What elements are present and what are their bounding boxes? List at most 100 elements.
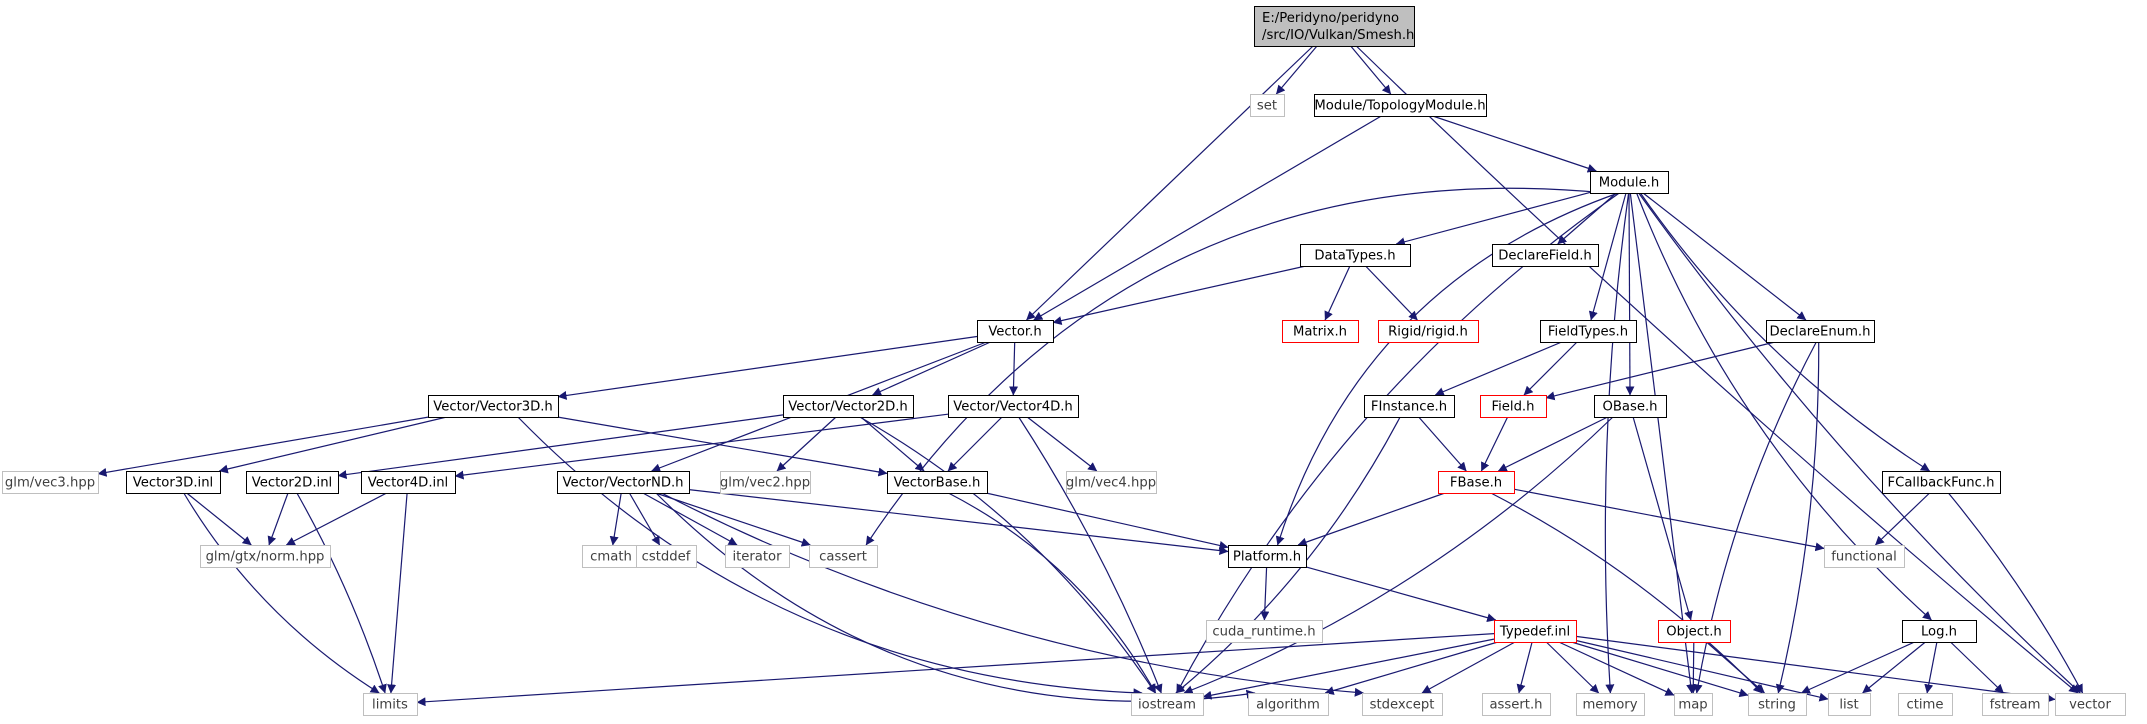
node-object-h[interactable]: Object.h xyxy=(1658,620,1731,643)
edge-root-node-smesh-h-to-node-topologymodule-h xyxy=(1350,45,1392,95)
node-vectornd-h[interactable]: Vector/VectorND.h xyxy=(557,471,690,494)
node-fstream-label: fstream xyxy=(1990,698,2041,713)
node-platform-h-box xyxy=(1228,545,1307,568)
edge-node-vector3d-h-to-node-vector3d-inl xyxy=(218,416,447,474)
edge-node-topologymodule-h-to-node-vector-h xyxy=(1033,115,1382,321)
node-algorithm-box xyxy=(1248,693,1329,716)
node-datatypes-h-box xyxy=(1300,244,1411,267)
edge-node-declareenum-h-to-node-field-h xyxy=(1545,341,1776,401)
node-vector2d-h-label: Vector/Vector2D.h xyxy=(788,400,908,415)
node-log-h-box xyxy=(1902,620,1977,643)
node-memory: memory xyxy=(1576,693,1645,716)
edge-node-typedef-inl-to-node-map xyxy=(1558,641,1675,696)
edge-node-typedef-inl-to-node-assert-h xyxy=(1516,641,1533,694)
node-fbase-h-box xyxy=(1438,471,1515,494)
node-glm-vec3-hpp: glm/vec3.hpp xyxy=(2,471,99,494)
edge-node-vector-h-to-node-vector4d-h xyxy=(1009,341,1019,396)
node-topologymodule-h[interactable]: Module/TopologyModule.h xyxy=(1314,94,1487,117)
node-stdexcept-box xyxy=(1362,693,1443,716)
node-topologymodule-h-label: Module/TopologyModule.h xyxy=(1314,99,1485,114)
node-field-h[interactable]: Field.h xyxy=(1480,395,1547,418)
node-vectorbase-h-box xyxy=(887,471,988,494)
node-obase-h[interactable]: OBase.h xyxy=(1594,395,1667,418)
node-ctime-label: ctime xyxy=(1906,698,1943,713)
node-vector4d-h[interactable]: Vector/Vector4D.h xyxy=(948,395,1079,418)
node-fbase-h-label: FBase.h xyxy=(1450,476,1502,491)
node-cuda-runtime-h-box xyxy=(1206,620,1323,643)
node-vector-h-label: Vector.h xyxy=(988,325,1041,340)
node-vector3d-inl[interactable]: Vector3D.inl xyxy=(126,471,221,494)
node-assert-h-box xyxy=(1482,693,1551,716)
edge-node-log-h-to-node-ctime xyxy=(1924,641,1938,694)
node-string: string xyxy=(1748,693,1807,716)
node-iterator-box xyxy=(725,545,790,568)
node-rigid-h[interactable]: Rigid/rigid.h xyxy=(1378,320,1479,343)
edge-node-fcallbackfunc-h-to-node-vector xyxy=(1947,492,2084,694)
node-declarefield-h[interactable]: DeclareField.h xyxy=(1492,244,1599,267)
node-algorithm: algorithm xyxy=(1248,693,1329,716)
node-vectornd-h-label: Vector/VectorND.h xyxy=(562,476,683,491)
edge-node-module-h-to-node-datatypes-h xyxy=(1395,191,1591,247)
node-vector4d-inl[interactable]: Vector4D.inl xyxy=(361,471,456,494)
edge-node-obase-h-to-node-object-h xyxy=(1632,416,1693,621)
edge-node-fbase-h-to-node-platform-h xyxy=(1297,492,1446,547)
node-module-h[interactable]: Module.h xyxy=(1590,171,1669,194)
edge-node-declareenum-h-to-node-string xyxy=(1775,341,1820,694)
node-matrix-h[interactable]: Matrix.h xyxy=(1282,320,1359,343)
node-fieldtypes-h[interactable]: FieldTypes.h xyxy=(1540,320,1637,343)
node-fcallbackfunc-h[interactable]: FCallbackFunc.h xyxy=(1882,471,2001,494)
node-vector3d-h[interactable]: Vector/Vector3D.h xyxy=(428,395,559,418)
node-fbase-h[interactable]: FBase.h xyxy=(1438,471,1515,494)
edge-node-field-h-to-node-fbase-h xyxy=(1480,416,1509,472)
node-memory-label: memory xyxy=(1582,698,1637,713)
node-vector2d-inl[interactable]: Vector2D.inl xyxy=(246,471,339,494)
node-field-h-label: Field.h xyxy=(1492,400,1535,415)
node-platform-h[interactable]: Platform.h xyxy=(1228,545,1307,568)
edge-node-module-h-to-node-map xyxy=(1629,192,1696,694)
node-cuda-runtime-h: cuda_runtime.h xyxy=(1206,620,1323,643)
node-map-box xyxy=(1674,693,1713,716)
node-set: set xyxy=(1250,94,1285,117)
node-cmath-label: cmath xyxy=(590,550,632,565)
node-vector2d-h[interactable]: Vector/Vector2D.h xyxy=(783,395,914,418)
node-fcallbackfunc-h-box xyxy=(1882,471,2001,494)
node-vector: vector xyxy=(2055,693,2126,716)
node-object-h-label: Object.h xyxy=(1666,625,1722,640)
edge-node-topologymodule-h-to-node-module-h xyxy=(1432,115,1597,173)
edge-node-typedef-inl-to-node-algorithm xyxy=(1324,641,1498,695)
edge-node-vectornd-h-to-node-cstddef xyxy=(628,492,661,546)
root-node-smesh-h[interactable]: E:/Peridyno/peridyno/src/IO/Vulkan/Smesh… xyxy=(1254,6,1415,47)
node-fieldtypes-h-label: FieldTypes.h xyxy=(1548,325,1628,340)
edge-node-vector-h-to-node-vector2d-h xyxy=(872,341,991,396)
edge-node-datatypes-h-to-node-rigid-h xyxy=(1365,265,1418,321)
node-fcallbackfunc-h-label: FCallbackFunc.h xyxy=(1888,476,1995,491)
node-log-h[interactable]: Log.h xyxy=(1902,620,1977,643)
edge-node-vectornd-h-to-node-platform-h xyxy=(688,489,1229,555)
node-matrix-h-label: Matrix.h xyxy=(1293,325,1347,340)
node-ctime-box xyxy=(1898,693,1953,716)
node-vector-h[interactable]: Vector.h xyxy=(977,320,1054,343)
node-module-h-box xyxy=(1590,171,1669,194)
node-typedef-inl[interactable]: Typedef.inl xyxy=(1494,620,1577,643)
edge-node-module-h-to-node-vector xyxy=(1638,192,2081,694)
edge-node-module-h-to-node-cassert xyxy=(865,187,1606,546)
node-vector-h-box xyxy=(977,320,1054,343)
node-memory-box xyxy=(1576,693,1645,716)
node-typedef-inl-box xyxy=(1494,620,1577,643)
edge-node-datatypes-h-to-node-matrix-h xyxy=(1324,265,1351,321)
node-glm-vec2-hpp-label: glm/vec2.hpp xyxy=(720,476,810,491)
node-string-label: string xyxy=(1758,698,1796,713)
edges-layer xyxy=(97,45,2084,707)
edge-node-obase-h-to-node-fbase-h xyxy=(1497,416,1608,472)
node-typedef-inl-label: Typedef.inl xyxy=(1499,625,1570,640)
node-datatypes-h[interactable]: DataTypes.h xyxy=(1300,244,1411,267)
node-declareenum-h[interactable]: DeclareEnum.h xyxy=(1766,320,1875,343)
root-node-smesh-h-label: E:/Peridyno/peridyno xyxy=(1262,11,1399,26)
node-vectornd-h-box xyxy=(557,471,690,494)
node-list: list xyxy=(1828,693,1871,716)
node-vectorbase-h[interactable]: VectorBase.h xyxy=(887,471,988,494)
edge-node-vector2d-inl-to-node-limits xyxy=(296,492,387,694)
edge-node-vector4d-h-to-node-glm-vec4-hpp xyxy=(1026,416,1098,472)
node-finstance-h[interactable]: FInstance.h xyxy=(1364,395,1455,418)
